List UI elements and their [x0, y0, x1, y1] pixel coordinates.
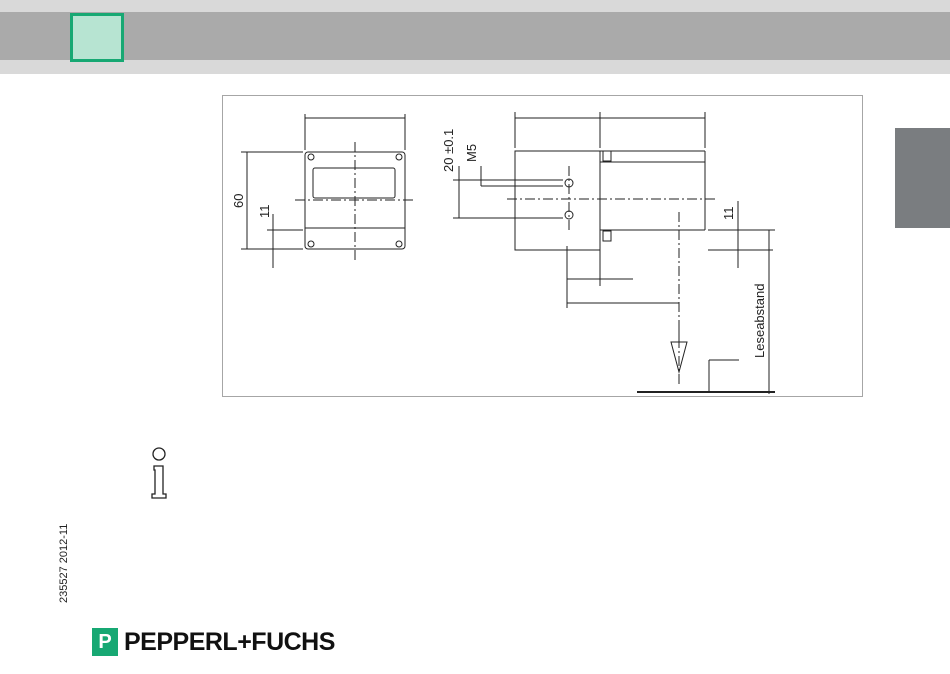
- brand-logo: P PEPPERL+FUCHS: [92, 627, 335, 657]
- header-band: [0, 12, 950, 60]
- header-bottom-band: [0, 60, 950, 74]
- front-view-window: [313, 168, 395, 198]
- document-number: 235527 2012-11: [58, 524, 70, 603]
- reading-distance-label: Leseabstand: [752, 284, 767, 358]
- screw-top-left: [308, 154, 314, 160]
- info-icon: [146, 446, 174, 502]
- screw-bottom-left: [308, 241, 314, 247]
- brand-name: PEPPERL+FUCHS: [124, 628, 335, 657]
- dim-offset-right-label: 11: [721, 207, 736, 221]
- side-view-body: [515, 151, 600, 250]
- dimension-drawing: 60 11 20 ±0.1 M5 11 Leseabstand: [222, 95, 863, 397]
- dim-hole-spacing-label: 20 ±0.1: [441, 129, 456, 172]
- header-accent-square: [70, 13, 124, 62]
- dim-offset-left-label: 11: [257, 205, 272, 219]
- brand-logo-mark: P: [92, 628, 118, 656]
- technical-drawing-svg: 60 11 20 ±0.1 M5 11 Leseabstand: [223, 96, 864, 398]
- screw-bottom-right: [396, 241, 402, 247]
- screw-top-right: [396, 154, 402, 160]
- side-tab-marker: [895, 128, 950, 228]
- header-top-band: [0, 0, 950, 12]
- dim-height-label: 60: [231, 194, 246, 208]
- dim-thread-label: M5: [464, 144, 479, 162]
